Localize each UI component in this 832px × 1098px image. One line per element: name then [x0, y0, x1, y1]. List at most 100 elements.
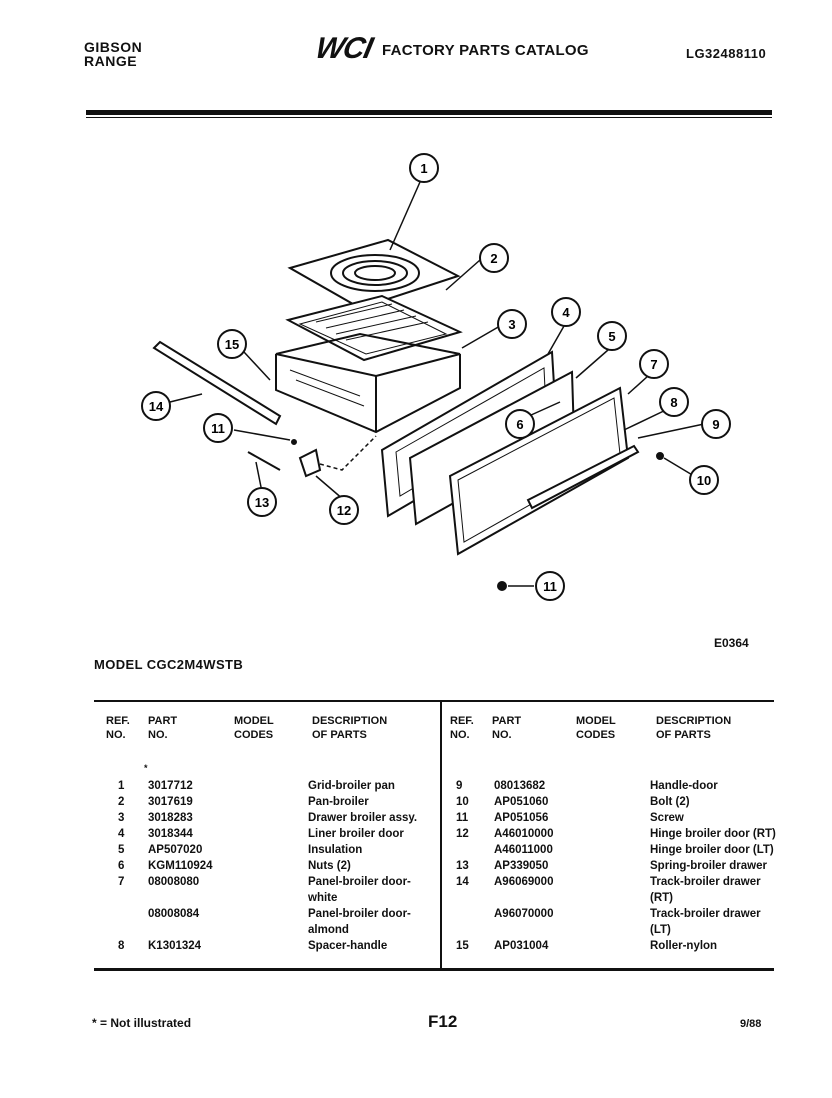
- part-no: A46010000: [494, 828, 554, 840]
- ref-no: 12: [456, 828, 469, 840]
- track-broiler-drawer-drawing: [152, 340, 282, 426]
- revision-date: 9/88: [740, 1018, 762, 1030]
- callout-2-label: 2: [490, 251, 497, 266]
- part-no: A96070000: [494, 908, 554, 920]
- part-no: AP051056: [494, 812, 549, 824]
- ref-no: 2: [118, 796, 125, 808]
- table-bottom-rule: [94, 968, 774, 971]
- handle-door-drawing: [526, 444, 640, 510]
- header-ref-no-right: REF.NO.: [450, 715, 474, 741]
- part-description: Roller-nylon: [650, 940, 718, 952]
- ref-no: 4: [118, 828, 125, 840]
- ref-no: 13: [456, 860, 469, 872]
- callout-5-label: 5: [608, 329, 615, 344]
- part-description: Hinge broiler door (LT): [650, 844, 774, 856]
- callout-14-label: 14: [149, 399, 164, 414]
- ref-no: 7: [118, 876, 125, 888]
- callout-11-upper-label: 11: [211, 421, 225, 436]
- part-no: AP339050: [494, 860, 549, 872]
- callout-4-label: 4: [562, 305, 570, 320]
- spring-broiler-drawer-drawing: [247, 451, 281, 471]
- callout-10-label: 10: [697, 473, 711, 488]
- part-description: Panel-broiler door-: [308, 876, 411, 888]
- part-description: Screw: [650, 812, 684, 824]
- wci-logo: WCI: [312, 32, 375, 65]
- callout-12: 12: [329, 495, 359, 525]
- not-illustrated-note: * = Not illustrated: [92, 1016, 192, 1030]
- part-description: Bolt (2): [650, 796, 690, 808]
- part-no: A96069000: [494, 876, 554, 888]
- callout-4: 4: [551, 297, 581, 327]
- brand-name: GIBSON RANGE: [84, 40, 142, 68]
- callout-5: 5: [597, 321, 627, 351]
- ref-no: 14: [456, 876, 469, 888]
- part-no: KGM110924: [148, 860, 213, 872]
- header-ref-no: REF.NO.: [106, 715, 130, 741]
- callout-15-label: 15: [225, 337, 239, 352]
- part-description: Grid-broiler pan: [308, 780, 395, 792]
- ref-no: 8: [118, 940, 125, 952]
- part-description: Nuts (2): [308, 860, 351, 872]
- callout-15: 15: [217, 329, 247, 359]
- part-no: K1301324: [148, 940, 202, 952]
- part-description: Spacer-handle: [308, 940, 388, 952]
- part-description: Track-broiler drawer: [650, 876, 761, 888]
- hinge-broiler-door-drawing: [298, 448, 322, 478]
- exploded-parts-diagram: 1 2 3 4 5 6 7 8 9 10 11 11 12 13 14 15: [141, 153, 731, 601]
- part-description: Handle-door: [650, 780, 718, 792]
- callout-2: 2: [479, 243, 509, 273]
- part-description: Liner broiler door: [308, 828, 404, 840]
- part-no: 3017619: [148, 796, 193, 808]
- callout-7-label: 7: [650, 357, 657, 372]
- ref-no: 5: [118, 844, 125, 856]
- catalog-title: FACTORY PARTS CATALOG: [382, 42, 589, 59]
- part-description: Pan-broiler: [308, 796, 369, 808]
- page-number: F12: [428, 1012, 458, 1031]
- part-no: AP507020: [148, 844, 203, 856]
- callout-8-label: 8: [670, 395, 677, 410]
- callout-3: 3: [497, 309, 527, 339]
- ref-no: 9: [456, 780, 463, 792]
- part-no: 08008080: [148, 876, 200, 888]
- callout-11-lower-label: 11: [543, 579, 557, 594]
- table-top-rule: [94, 700, 774, 702]
- callout-6-label: 6: [516, 417, 523, 432]
- callout-11-upper: 11: [203, 413, 233, 443]
- part-description: Insulation: [308, 844, 363, 856]
- callout-7: 7: [639, 349, 669, 379]
- callout-9-label: 9: [712, 417, 719, 432]
- brand-line-2: RANGE: [84, 53, 138, 69]
- callout-9: 9: [701, 409, 731, 439]
- model-number: MODEL CGC2M4WSTB: [94, 657, 244, 672]
- ref-no: 15: [456, 940, 469, 952]
- ref-no: 3: [118, 812, 125, 824]
- header-rule-thin: [86, 117, 772, 118]
- callout-12-label: 12: [337, 503, 351, 518]
- ref-no: 6: [118, 860, 125, 872]
- callout-3-label: 3: [508, 317, 515, 332]
- part-no: AP031004: [494, 940, 549, 952]
- callout-6: 6: [505, 409, 535, 439]
- part-description-cont: white: [308, 892, 338, 904]
- part-description: Hinge broiler door (RT): [650, 828, 776, 840]
- diagram-code: E0364: [714, 636, 749, 650]
- table-divider: [440, 702, 442, 968]
- callout-1: 1: [409, 153, 439, 183]
- callout-1-label: 1: [420, 161, 427, 176]
- part-description: Track-broiler drawer: [650, 908, 761, 920]
- star-mark: *: [144, 763, 148, 773]
- part-no: A46011000: [494, 844, 553, 856]
- pan-broiler-drawing: [285, 294, 463, 362]
- callout-14: 14: [141, 391, 171, 421]
- part-no: 3017712: [148, 780, 193, 792]
- header-rule: [86, 110, 772, 115]
- brand-line-1: GIBSON: [84, 39, 143, 55]
- part-no: 3018283: [148, 812, 193, 824]
- part-description: Spring-broiler drawer: [650, 860, 767, 872]
